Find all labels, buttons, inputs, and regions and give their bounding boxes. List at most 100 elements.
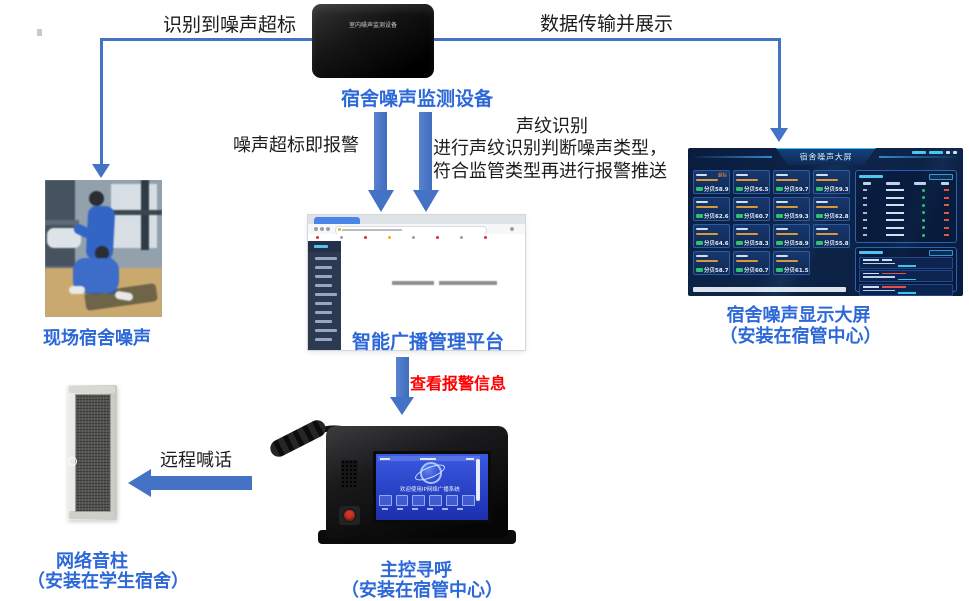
- console-touchscreen: 欢迎使用IP网络广播系统: [373, 451, 491, 523]
- big-screen-title-plate: 宿舍噪声大屏: [776, 148, 876, 165]
- alert-card: [859, 283, 953, 296]
- table-row: [859, 202, 953, 210]
- speaker-label-line2: （安装在学生宿舍）: [27, 571, 189, 592]
- sidebar-menu-item: [315, 275, 332, 278]
- bookmark-icon: [364, 236, 367, 239]
- console-icon-row: [379, 495, 476, 506]
- console-label-line2: （安装在宿管中心）: [341, 580, 503, 601]
- over-limit-badge: 超标: [718, 172, 727, 178]
- scene-photo-content: [45, 180, 162, 317]
- browser-menu-icon: [510, 227, 514, 231]
- flow-label-voiceprint-1: 声纹识别: [516, 116, 588, 137]
- noise-card: 超标 分贝58.9: [693, 170, 730, 194]
- noise-card: 分贝64.6: [693, 224, 730, 248]
- sidebar-menu-item: [315, 329, 337, 332]
- noise-card: 分贝59.7: [773, 170, 810, 194]
- arrow-remote-shout-head: [128, 469, 151, 497]
- console-red-button: [344, 510, 355, 521]
- noise-monitor-device-image: 室内噪声监测设备: [312, 4, 434, 78]
- device-label: 宿舍噪声监测设备: [340, 88, 493, 110]
- platform-welcome-text-blur: [392, 281, 434, 285]
- bookmark-icon: [388, 236, 391, 239]
- platform-welcome-text-blur: [439, 281, 497, 285]
- browser-tab-strip: [308, 215, 525, 224]
- photo-window-sill: [109, 210, 162, 215]
- browser-url-text: [342, 228, 402, 231]
- status-badge: [696, 187, 703, 191]
- noise-card: 分贝58.9: [773, 224, 810, 248]
- screen-status-text: [380, 457, 390, 460]
- console-welcome-text: 欢迎使用IP网络广播系统: [399, 486, 460, 493]
- speaker-bottom-cap: [69, 511, 115, 519]
- connector-right-vertical: [778, 38, 781, 130]
- status-badge: [696, 241, 703, 245]
- noise-card: 分贝62.8: [813, 197, 850, 221]
- arrowhead-to-scene: [92, 164, 110, 178]
- sidebar-menu-item: [315, 284, 332, 287]
- status-badge: [736, 187, 743, 191]
- flow-label-voiceprint-3: 符合监管类型再进行报警推送: [433, 161, 667, 182]
- alert-card: [859, 270, 953, 282]
- noise-card: 分贝60.7: [733, 251, 770, 275]
- status-badge: [776, 268, 783, 272]
- photo-standing-student-head: [89, 191, 104, 206]
- platform-sidebar-logo: [308, 241, 341, 252]
- photo-window: [111, 184, 157, 248]
- noise-card: 分贝58.3: [733, 224, 770, 248]
- panel-title-bar: [859, 249, 953, 256]
- device-front-text: 室内噪声监测设备: [349, 22, 397, 29]
- big-screen-label-line1: 宿舍噪声显示大屏: [726, 305, 871, 326]
- alarm-cards: [859, 256, 953, 296]
- console-label-line1: 主控寻呼: [380, 560, 452, 581]
- status-badge: [736, 241, 743, 245]
- status-badge: [816, 187, 823, 191]
- bookmark-icon: [436, 236, 439, 239]
- status-badge: [816, 241, 823, 245]
- noise-big-screen: 宿舍噪声大屏 超标 分贝58.9 分贝56.5 分贝59.7 分贝59.3: [688, 148, 963, 296]
- big-screen-card-grid: 超标 分贝58.9 分贝56.5 分贝59.7 分贝59.3 分贝62.6 分贝: [693, 170, 853, 275]
- connector-right-horizontal: [434, 38, 781, 41]
- console-icon-label: [457, 508, 463, 510]
- flow-label-remote-shout: 远程喊话: [160, 450, 232, 471]
- decibel-value: 分贝58.9: [784, 239, 809, 247]
- status-badge: [776, 214, 783, 218]
- bookmark-icon: [340, 236, 343, 239]
- status-badge: [736, 214, 743, 218]
- noise-card: 分贝56.5: [733, 170, 770, 194]
- table-row: [859, 187, 953, 195]
- speaker-label-line1: 网络音柱: [56, 551, 128, 572]
- photo-sitting-student-head: [95, 246, 109, 260]
- scene-label: 现场宿舍噪声: [43, 328, 151, 349]
- sidebar-menu-item: [315, 266, 332, 269]
- platform-label: 智能广播管理平台: [352, 331, 505, 353]
- dorm-noise-scene-photo: [45, 180, 162, 317]
- decibel-value: 分贝55.8: [824, 239, 849, 247]
- flow-label-alarm: 噪声超标即报警: [233, 135, 359, 156]
- browser-active-tab: [314, 217, 360, 224]
- decibel-value: 分贝59.3: [824, 185, 849, 193]
- browser-site-icon: [338, 228, 341, 231]
- connector-left-horizontal: [100, 38, 312, 41]
- decibel-value: 分贝58.7: [704, 266, 729, 274]
- connector-left-vertical: [100, 38, 103, 166]
- decibel-value: 分贝56.5: [744, 185, 769, 193]
- table-row: [859, 209, 953, 217]
- arrow-remote-shout-shaft: [151, 476, 252, 490]
- header-deco-line: [694, 156, 772, 158]
- arrow-alarm-head: [368, 190, 394, 212]
- status-badge: [696, 268, 703, 272]
- platform-content-area: [341, 241, 525, 350]
- console-icon-label: [412, 508, 418, 510]
- status-badge: [736, 268, 743, 272]
- screen-status-text: [466, 457, 474, 460]
- globe-logo-icon: [420, 462, 442, 484]
- screen-scrollbar: [476, 459, 480, 501]
- console-function-icon: [395, 495, 409, 506]
- panel-title-bar: [859, 173, 953, 180]
- browser-forward-icon: [320, 227, 324, 231]
- arrow-voiceprint-head: [413, 190, 439, 212]
- table-header-row: [859, 179, 953, 187]
- noise-card: 分贝59.3: [813, 170, 850, 194]
- console-function-icon: [412, 495, 426, 506]
- photo-bedding: [47, 228, 81, 248]
